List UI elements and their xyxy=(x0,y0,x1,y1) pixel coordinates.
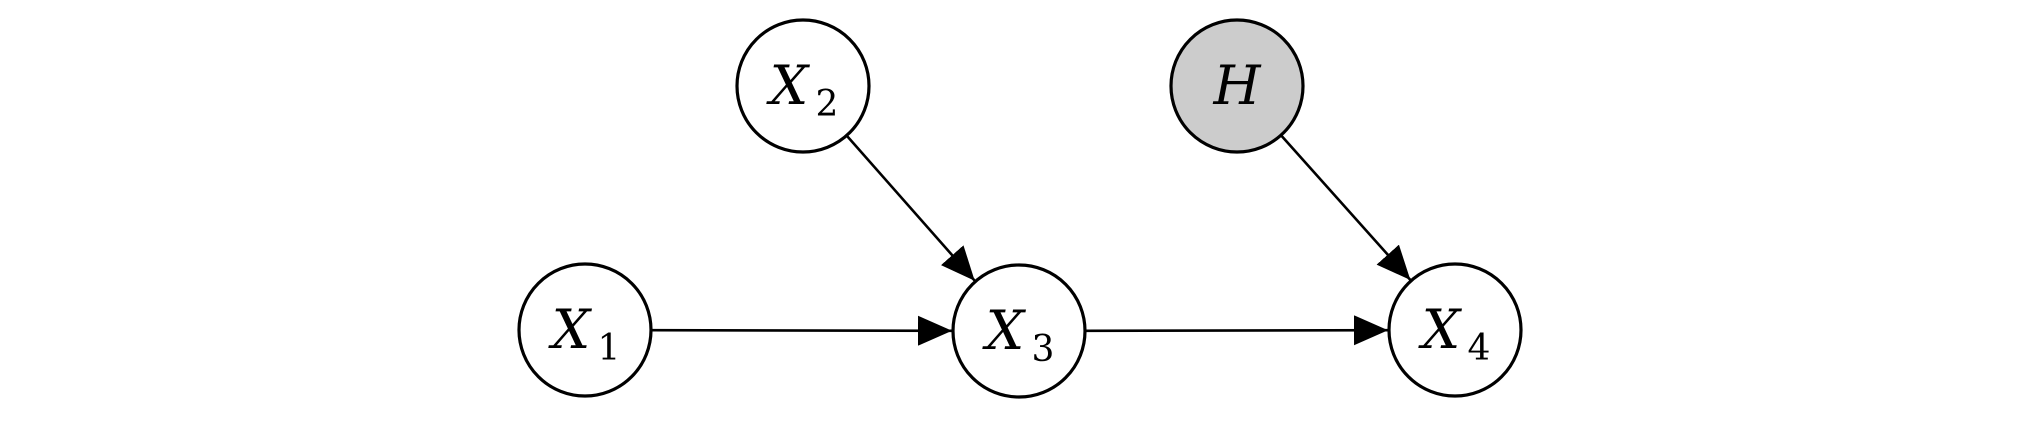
edge-x3-to-x4 xyxy=(1084,315,1389,346)
edge-x2-to-x3 xyxy=(845,134,976,282)
node-circle xyxy=(735,18,871,154)
node-subscript: 2 xyxy=(816,84,839,125)
edge-h-to-x4 xyxy=(1280,134,1412,281)
edge-x1-to-x3 xyxy=(650,315,953,346)
node-label: X xyxy=(982,299,1027,362)
node-subscript: 3 xyxy=(1032,329,1055,370)
node-subscript: 4 xyxy=(1468,328,1491,369)
node-circle xyxy=(1169,18,1305,154)
node-label: X xyxy=(548,298,593,361)
edges xyxy=(650,134,1412,346)
node-label: X xyxy=(766,54,811,117)
node-circle xyxy=(951,263,1087,399)
node-h: H xyxy=(1169,18,1305,154)
node-circle xyxy=(517,262,653,398)
node-circle xyxy=(1387,262,1523,398)
node-subscript: 1 xyxy=(598,328,621,369)
node-label: X xyxy=(1418,298,1463,361)
node-label: H xyxy=(1212,54,1261,117)
